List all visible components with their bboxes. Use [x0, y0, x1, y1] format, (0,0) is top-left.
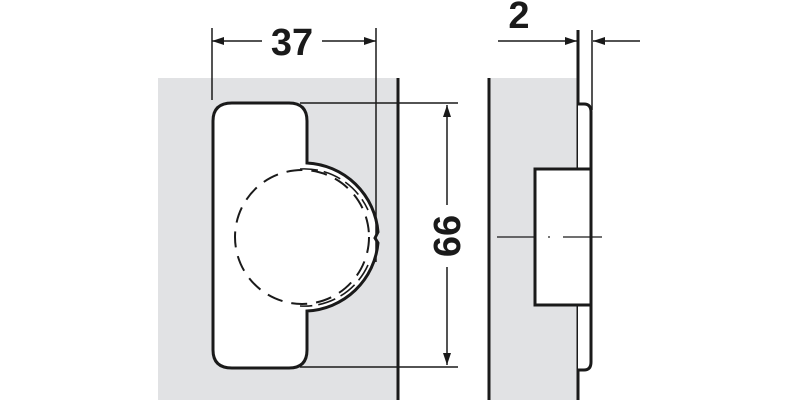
front-view: 37 66 — [158, 22, 469, 400]
dimension-66: 66 — [300, 102, 469, 368]
side-view: 2 — [487, 0, 640, 400]
cup-rim-dashed-lower — [299, 264, 369, 307]
cup-plate-outline — [211, 101, 380, 370]
cup-rim-dashed — [299, 168, 369, 211]
dimension-37-label: 37 — [271, 22, 313, 64]
dimension-66-label: 66 — [427, 215, 469, 257]
dimension-2: 2 — [498, 0, 640, 45]
dimension-2-label: 2 — [508, 0, 529, 37]
dimension-37: 37 — [211, 22, 377, 262]
cup-circle-hidden — [234, 169, 370, 305]
